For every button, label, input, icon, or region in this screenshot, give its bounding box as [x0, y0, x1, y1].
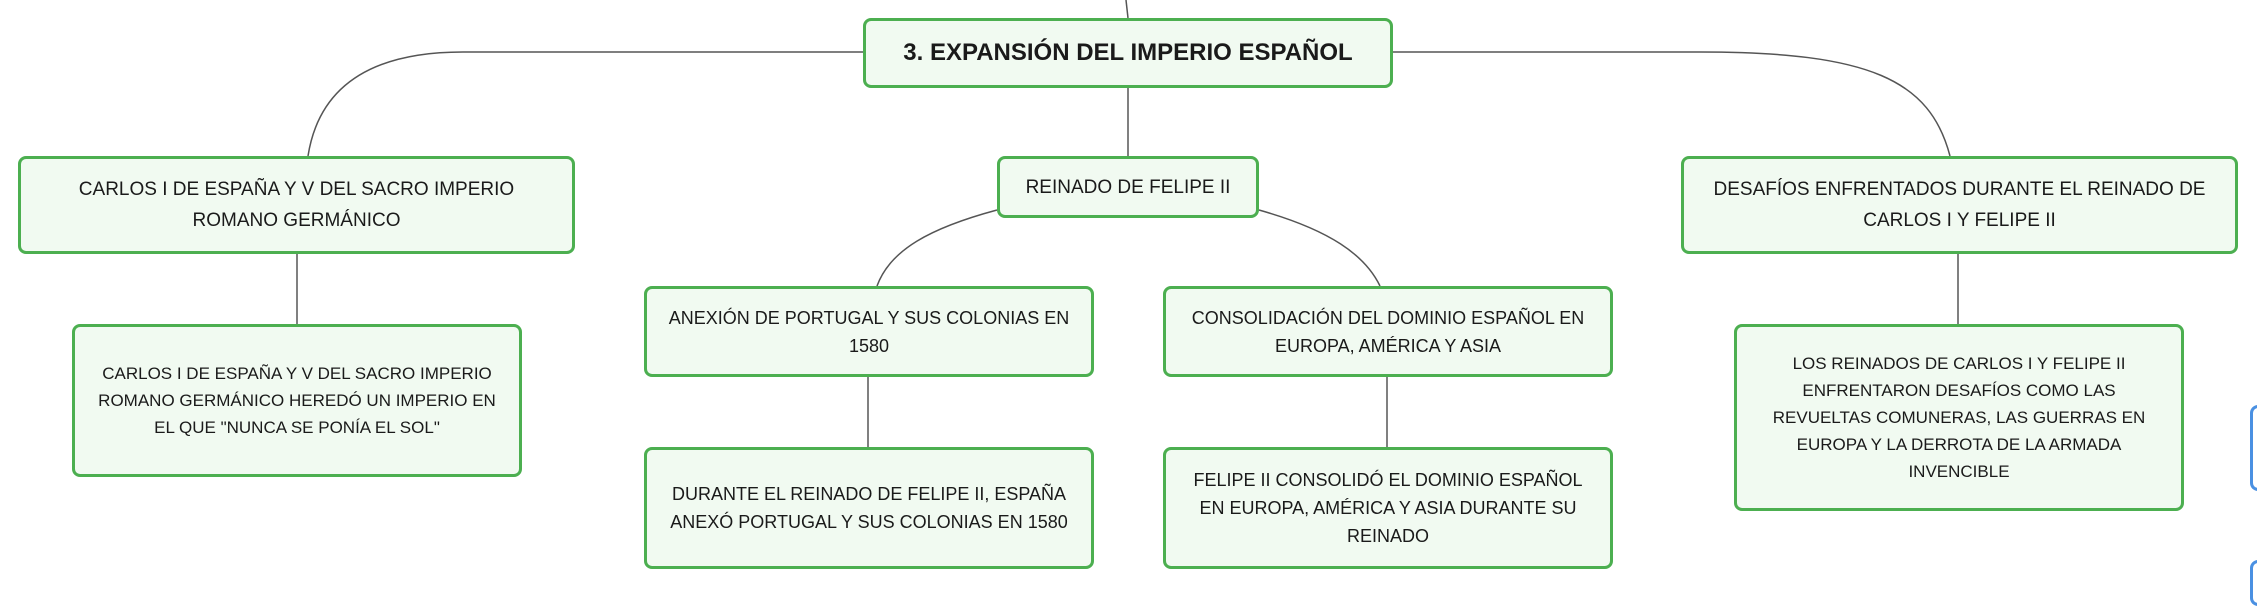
branch-desafios-node[interactable]: DESAFÍOS ENFRENTADOS DURANTE EL REINADO …	[1681, 156, 2238, 254]
root-topic-label: 3. EXPANSIÓN DEL IMPERIO ESPAÑOL	[903, 39, 1353, 66]
anexion-detail-label: DURANTE EL REINADO DE FELIPE II, ESPAÑA …	[670, 484, 1068, 532]
consolidacion-node[interactable]: CONSOLIDACIÓN DEL DOMINIO ESPAÑOL EN EUR…	[1163, 286, 1613, 377]
connector-parent-root	[1125, 0, 1129, 19]
connector-felipe-consolidacion	[1258, 209, 1381, 287]
consolidacion-detail-node[interactable]: FELIPE II CONSOLIDÓ EL DOMINIO ESPAÑOL E…	[1163, 447, 1613, 569]
anexion-node[interactable]: ANEXIÓN DE PORTUGAL Y SUS COLONIAS EN 15…	[644, 286, 1094, 377]
carlos-detail-label: CARLOS I DE ESPAÑA Y V DEL SACRO IMPERIO…	[98, 364, 496, 437]
consolidacion-detail-label: FELIPE II CONSOLIDÓ EL DOMINIO ESPAÑOL E…	[1193, 470, 1583, 546]
desafios-detail-label: LOS REINADOS DE CARLOS I Y FELIPE II ENF…	[1772, 354, 2146, 481]
branch-carlos-node[interactable]: CARLOS I DE ESPAÑA Y V DEL SACRO IMPERIO…	[18, 156, 575, 254]
offscreen-node-edge-upper[interactable]	[2250, 405, 2257, 491]
root-topic[interactable]: 3. EXPANSIÓN DEL IMPERIO ESPAÑOL	[863, 18, 1393, 88]
connector-root-carlos	[307, 51, 863, 157]
carlos-detail-node[interactable]: CARLOS I DE ESPAÑA Y V DEL SACRO IMPERIO…	[72, 324, 522, 477]
branch-felipe-node[interactable]: REINADO DE FELIPE II	[997, 156, 1259, 218]
connector-root-desafios	[1393, 51, 1951, 157]
anexion-label: ANEXIÓN DE PORTUGAL Y SUS COLONIAS EN 15…	[668, 307, 1070, 356]
branch-desafios-label: DESAFÍOS ENFRENTADOS DURANTE EL REINADO …	[1713, 179, 2206, 231]
anexion-detail-node[interactable]: DURANTE EL REINADO DE FELIPE II, ESPAÑA …	[644, 447, 1094, 569]
consolidacion-label: CONSOLIDACIÓN DEL DOMINIO ESPAÑOL EN EUR…	[1191, 307, 1585, 356]
branch-felipe-label: REINADO DE FELIPE II	[1025, 176, 1231, 198]
connector-lines	[296, 0, 1959, 447]
connector-felipe-anexion	[876, 209, 998, 287]
branch-carlos-label: CARLOS I DE ESPAÑA Y V DEL SACRO IMPERIO…	[78, 179, 515, 231]
desafios-detail-node[interactable]: LOS REINADOS DE CARLOS I Y FELIPE II ENF…	[1734, 324, 2184, 511]
offscreen-node-edge-lower[interactable]	[2250, 560, 2257, 606]
